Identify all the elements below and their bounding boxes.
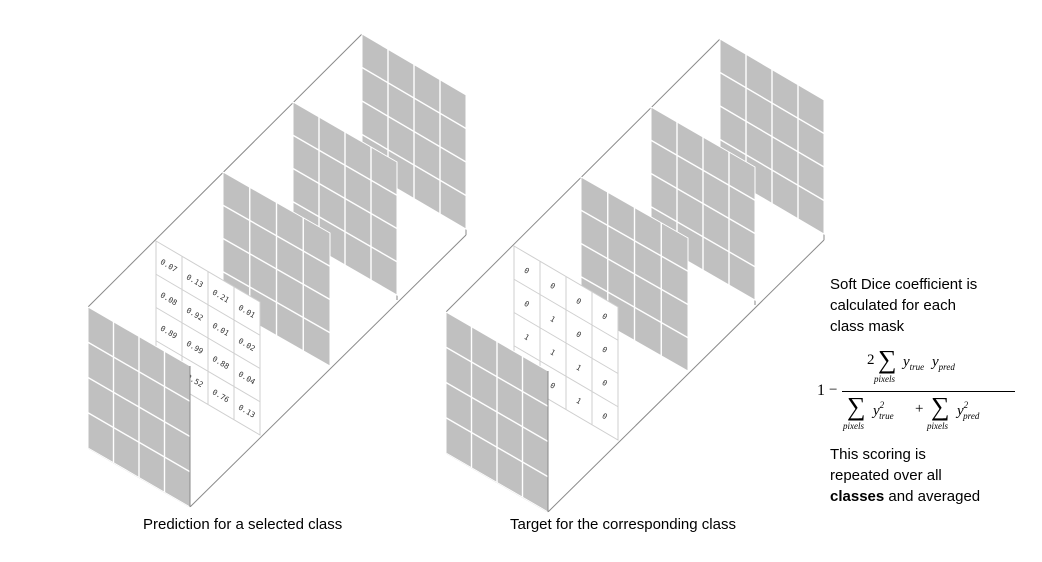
target-value-matrix-cell: 0 [575,329,584,339]
y-symbol: y [957,403,964,419]
numerator-y-true: ytrue [903,354,924,372]
denominator-sum-2: ∑ [931,392,950,421]
soft-dice-formula: 1 − 2 ∑ pixels ytrue ypred ∑ pixels y2tr… [815,345,1015,440]
target-panel-2-grid-h [580,276,689,339]
averaging-note-line-3: classes and averaged [830,486,1010,507]
denominator-sum-1-subscript: pixels [843,421,864,431]
numerator-sum: ∑ [878,345,897,374]
target-panel-3-grid-h [650,172,756,235]
prediction-panel-3-grid-h [292,167,398,230]
prediction-value-matrix-grid-h [155,307,261,369]
prediction-panel-4-grid-h [361,100,467,163]
formula-one: 1 [817,382,825,399]
target-frame-edge [445,38,721,313]
prediction-panel-2-grid-h [222,271,331,334]
prediction-frame-edge [189,234,467,508]
fraction-bar [842,391,1015,392]
target-value-matrix-cell: 0 [549,281,558,291]
denominator-sum-2-subscript: pixels [927,421,948,431]
averaging-note-tail: and averaged [884,488,981,505]
prediction-panel-1-grid-h [87,412,191,473]
pred-subscript: pred [938,362,955,372]
numerator-y-pred: ypred [932,354,955,372]
target-frame-edge [547,239,825,513]
target-value-matrix-cell: 0 [575,296,584,306]
numerator-two: 2 [867,352,875,368]
dice-description: Soft Dice coefficient is calculated for … [830,274,1010,337]
averaging-note-line-1: This scoring is [830,446,926,463]
dice-description-line-1: Soft Dice coefficient is [830,276,978,293]
target-value-matrix-grid-h [513,345,619,408]
numerator-sum-subscript: pixels [874,374,895,384]
y-symbol: y [903,354,910,370]
prediction-caption: Prediction for a selected class [143,516,343,533]
prediction-panel-2-grid-h [222,237,331,301]
square-superscript: 2 [879,400,885,410]
target-value-matrix-cell: 0 [523,299,532,309]
averaging-note: This scoring is repeated over all classe… [830,444,1010,507]
target-value-matrix-cell: 0 [523,266,532,276]
target-value-matrix-cell: 1 [523,332,531,342]
denominator-y-true-squared: y2true [873,400,894,421]
denominator-y-pred-squared: y2pred [957,400,980,421]
target-value-matrix-cell: 0 [601,378,610,388]
prediction-panel-1-grid-h [87,376,191,438]
target-panel-1-grid-h [445,381,549,443]
prediction-frame-edge [87,33,363,308]
prediction-value-matrix-grid-h [155,340,261,403]
classes-bold: classes [830,488,885,505]
true-subscript: true [879,411,894,421]
true-subscript: true [909,362,925,372]
target-value-matrix-cell: 0 [601,311,610,321]
target-panel-2-grid-h [580,242,689,306]
square-superscript: 2 [963,400,969,410]
target-value-matrix-cell: 0 [549,381,558,391]
y-symbol: y [873,403,880,419]
target-panel-4-grid-h [719,105,825,168]
target-value-matrix-cell: 1 [549,314,557,324]
target-value-matrix-cell: 1 [575,396,583,406]
target-panel-3-grid-h [650,206,756,268]
target-value-matrix-cell: 1 [549,347,557,357]
denominator-plus: + [915,401,924,417]
dice-description-line-2: calculated for each [830,297,956,314]
denominator-sum-1: ∑ [847,392,866,421]
target-value-matrix-cell: 1 [575,363,583,373]
prediction-panel-4-grid-h [361,133,467,197]
target-caption: Target for the corresponding class [510,516,736,533]
y-symbol: y [932,354,939,370]
prediction-panel-3-grid-h [292,201,398,263]
pred-subscript: pred [963,411,980,421]
target-panel-4-grid-h [719,138,825,202]
target-panel-1-grid-h [445,417,549,478]
formula-minus: − [829,382,838,398]
target-value-matrix-cell: 0 [601,345,610,355]
target-value-matrix-cell: 0 [601,411,610,421]
dice-description-line-3: class mask [830,318,905,335]
averaging-note-line-2: repeated over all [830,467,942,484]
target-value-matrix-grid-h [513,312,619,374]
